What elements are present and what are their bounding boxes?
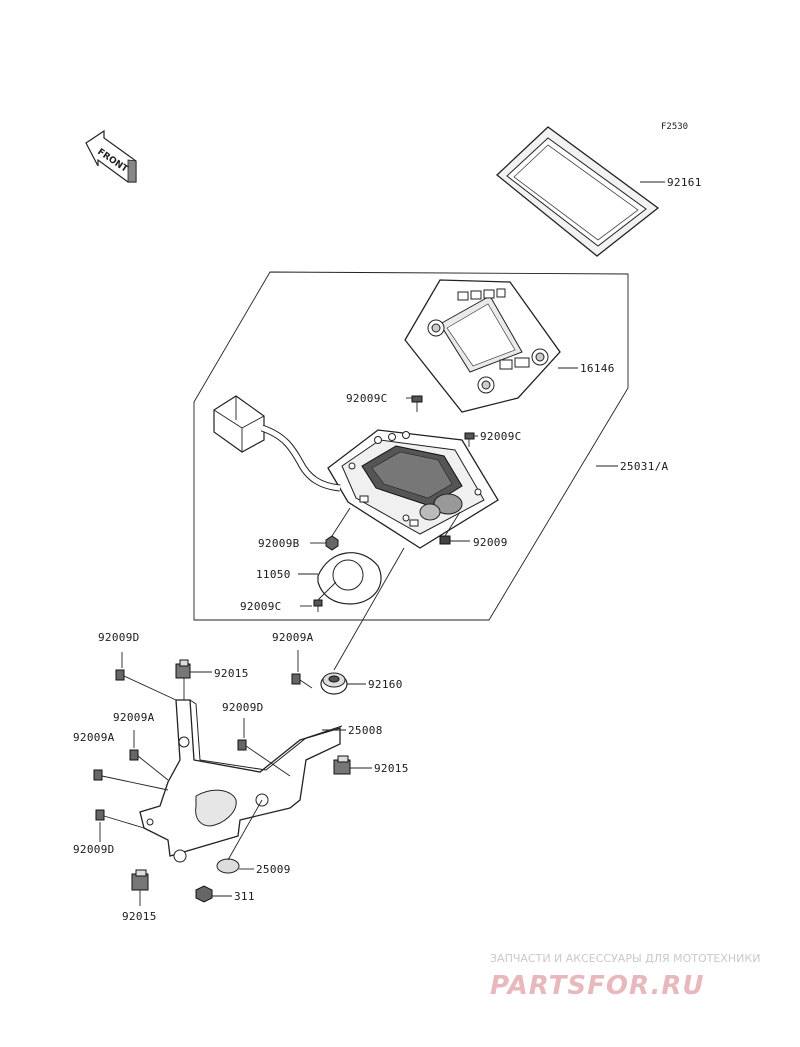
- clip-nut-92015-right: [333, 755, 351, 775]
- meter-unit: [327, 429, 499, 549]
- bolt-92009a-farleft: [93, 769, 169, 791]
- label-92015-right: 92015: [374, 762, 409, 775]
- label-92015-top: 92015: [214, 667, 249, 680]
- screw-92009c-top: [411, 395, 423, 412]
- label-92009b: 92009B: [258, 537, 300, 550]
- label-92009d-top: 92009D: [98, 631, 140, 644]
- label-92009c-top: 92009C: [346, 392, 388, 405]
- bolt-92009d-top: [115, 669, 177, 701]
- label-92160: 92160: [368, 678, 403, 691]
- label-92009d-mid: 92009D: [222, 701, 264, 714]
- grommet-92160: [320, 672, 348, 695]
- bolt-92009d-mid: [237, 739, 291, 777]
- label-311: 311: [234, 890, 255, 903]
- label-11050: 11050: [256, 568, 291, 581]
- label-92009a-farleft: 92009A: [73, 731, 115, 744]
- label-25031a: 25031/A: [620, 460, 669, 473]
- screw-92009c-bot: [313, 599, 323, 612]
- screw-92009c-mid: [464, 432, 475, 447]
- label-92009: 92009: [473, 536, 508, 549]
- label-25008: 25008: [348, 724, 383, 737]
- nut-311: [195, 885, 213, 903]
- gasket-92161: [496, 126, 660, 257]
- clip-nut-92015-bot: [131, 869, 149, 891]
- front-arrow-icon: FRONT: [85, 129, 137, 183]
- watermark-tagline: ЗАПЧАСТИ И АКСЕССУАРЫ ДЛЯ МОТОТЕХНИКИ: [490, 952, 760, 965]
- clip-nut-92015-top: [175, 659, 191, 679]
- bolt-92009d-bot: [95, 809, 145, 829]
- washer-25009: [216, 799, 263, 874]
- label-92009a-left: 92009A: [113, 711, 155, 724]
- label-92015-bot: 92015: [122, 910, 157, 923]
- label-92009a-top: 92009A: [272, 631, 314, 644]
- figure-code: F2530: [661, 122, 688, 132]
- label-25009: 25009: [256, 863, 291, 876]
- assembly-box: [193, 271, 629, 621]
- bolt-92009a-top: [291, 673, 313, 689]
- label-92009d-bot: 92009D: [73, 843, 115, 856]
- watermark-logo: PARTSFOR.RU: [490, 971, 704, 1001]
- label-16146: 16146: [580, 362, 615, 375]
- label-92009c-mid: 92009C: [480, 430, 522, 443]
- label-92009c-bot: 92009C: [240, 600, 282, 613]
- label-92161: 92161: [667, 176, 702, 189]
- bracket-ring-11050: [317, 552, 382, 605]
- meter-cover-16146: [404, 279, 561, 413]
- wiring-connector: [213, 395, 341, 492]
- screw-92009b: [325, 535, 339, 551]
- screw-92009: [439, 535, 451, 545]
- bolt-92009a-left: [129, 749, 169, 781]
- bracket-25008: [139, 699, 343, 863]
